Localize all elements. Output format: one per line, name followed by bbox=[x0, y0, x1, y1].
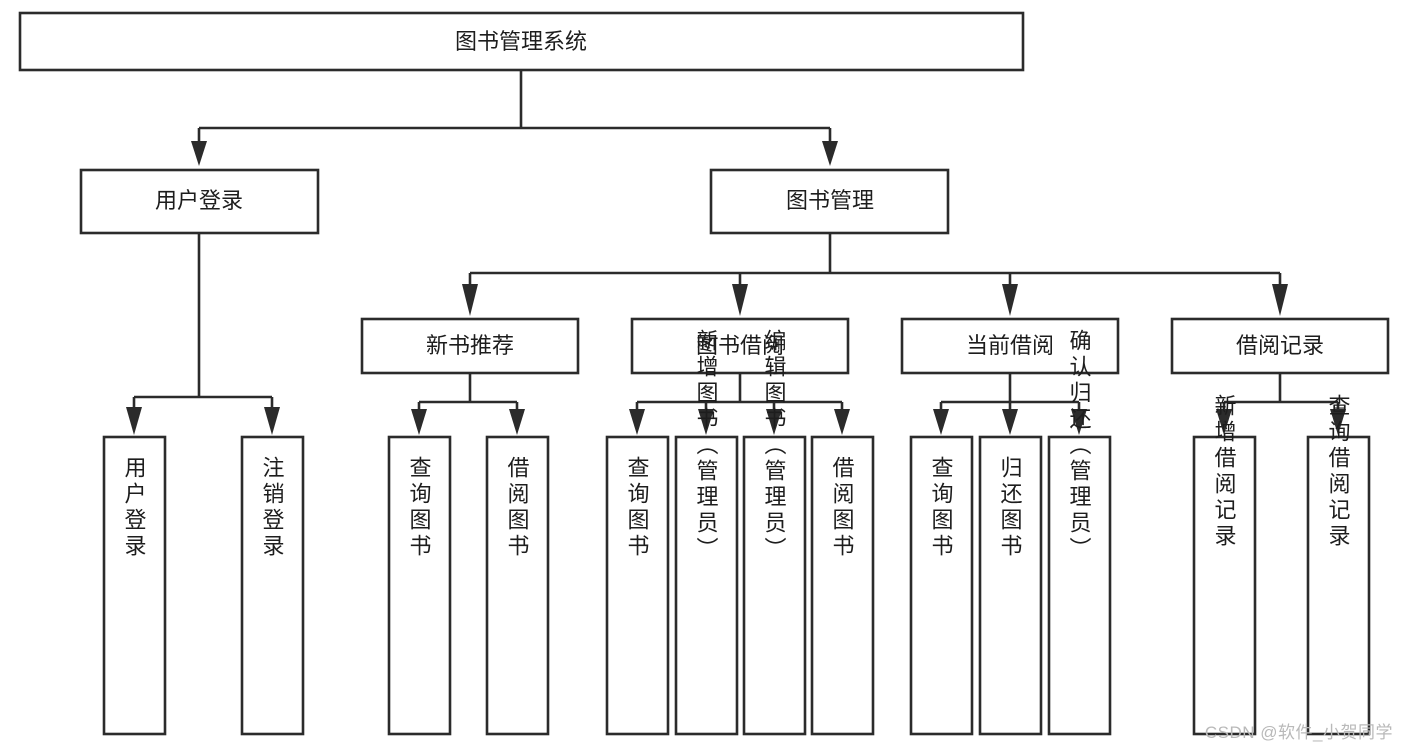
arrow-head-icon bbox=[264, 407, 280, 435]
node-leaf8-label: 借阅图书 bbox=[830, 456, 855, 560]
node-root[interactable]: 图书管理系统 bbox=[18, 11, 1025, 72]
node-leaf6[interactable]: 新增图书（管理员） bbox=[674, 329, 739, 736]
node-leaf12-box[interactable] bbox=[1192, 435, 1257, 736]
arrow-head-icon bbox=[411, 409, 427, 435]
connector-group-root bbox=[191, 70, 838, 166]
arrow-head-icon bbox=[462, 284, 478, 316]
connector-group-current bbox=[933, 373, 1087, 435]
node-leaf4[interactable]: 借阅图书 bbox=[485, 435, 550, 736]
node-login-label: 用户登录 bbox=[155, 188, 243, 213]
node-borrow[interactable]: 图书借阅 bbox=[630, 317, 850, 375]
arrow-head-icon bbox=[1272, 284, 1288, 316]
node-leaf6-box[interactable] bbox=[674, 435, 739, 736]
node-leaf2[interactable]: 注销登录 bbox=[240, 435, 305, 736]
connector-group-newrec bbox=[411, 373, 525, 435]
node-leaf8[interactable]: 借阅图书 bbox=[810, 435, 875, 736]
node-leaf11[interactable]: 确认归还（管理员） bbox=[1047, 329, 1112, 736]
arrow-head-icon bbox=[834, 409, 850, 435]
arrow-head-icon bbox=[1330, 409, 1346, 435]
node-records-label: 借阅记录 bbox=[1236, 333, 1324, 358]
node-leaf1[interactable]: 用户登录 bbox=[102, 435, 167, 736]
arrow-head-icon bbox=[732, 284, 748, 316]
node-leaf9-box[interactable] bbox=[909, 435, 974, 736]
arrow-head-icon bbox=[191, 141, 207, 166]
node-borrow-label: 图书借阅 bbox=[696, 333, 784, 358]
connector-group-records bbox=[1216, 373, 1346, 435]
node-current[interactable]: 当前借阅 bbox=[900, 317, 1120, 375]
node-leaf3-label: 查询图书 bbox=[407, 456, 432, 560]
node-leaf7-label: 编辑图书（管理员） bbox=[762, 329, 787, 563]
node-leaf7-box[interactable] bbox=[742, 435, 807, 736]
node-leaf4-label: 借阅图书 bbox=[505, 456, 530, 560]
node-leaf13[interactable]: 查询借阅记录 bbox=[1306, 394, 1371, 736]
node-leaf5[interactable]: 查询图书 bbox=[605, 435, 670, 736]
node-leaf6-label: 新增图书（管理员） bbox=[694, 329, 719, 563]
node-root-box[interactable] bbox=[18, 11, 1025, 72]
node-leaf3-box[interactable] bbox=[387, 435, 452, 736]
node-records-box[interactable] bbox=[1170, 317, 1390, 375]
node-bookmgmt-label: 图书管理 bbox=[786, 188, 874, 213]
node-bookmgmt-box[interactable] bbox=[709, 168, 950, 235]
node-leaf10-label: 归还图书 bbox=[998, 456, 1023, 560]
arrow-head-icon bbox=[509, 409, 525, 435]
node-leaf11-box[interactable] bbox=[1047, 435, 1112, 736]
node-leaf7[interactable]: 编辑图书（管理员） bbox=[742, 329, 807, 736]
csdn-watermark: CSDN @软件_小贺同学 bbox=[1204, 723, 1393, 742]
arrow-head-icon bbox=[822, 141, 838, 166]
node-leaf3[interactable]: 查询图书 bbox=[387, 435, 452, 736]
node-leaf8-box[interactable] bbox=[810, 435, 875, 736]
node-leaf10[interactable]: 归还图书 bbox=[978, 435, 1043, 736]
node-leaf5-box[interactable] bbox=[605, 435, 670, 736]
node-leaf1-box[interactable] bbox=[102, 435, 167, 736]
arrow-head-icon bbox=[126, 407, 142, 435]
arrow-head-icon bbox=[766, 409, 782, 435]
node-login[interactable]: 用户登录 bbox=[79, 168, 320, 235]
arrow-head-icon bbox=[1071, 409, 1087, 435]
node-current-box[interactable] bbox=[900, 317, 1120, 375]
arrow-head-icon bbox=[1216, 409, 1232, 435]
arrow-head-icon bbox=[1002, 409, 1018, 435]
node-borrow-box[interactable] bbox=[630, 317, 850, 375]
node-leaf12-label: 新增借阅记录 bbox=[1212, 394, 1237, 550]
arrow-head-icon bbox=[1002, 284, 1018, 316]
node-leaf4-box[interactable] bbox=[485, 435, 550, 736]
node-login-box[interactable] bbox=[79, 168, 320, 235]
arrow-head-icon bbox=[698, 409, 714, 435]
node-leaf10-box[interactable] bbox=[978, 435, 1043, 736]
arrow-head-icon bbox=[629, 409, 645, 435]
node-newrec[interactable]: 新书推荐 bbox=[360, 317, 580, 375]
node-leaf9[interactable]: 查询图书 bbox=[909, 435, 974, 736]
node-leaf2-box[interactable] bbox=[240, 435, 305, 736]
node-root-label: 图书管理系统 bbox=[455, 29, 587, 54]
connector-group-borrow bbox=[629, 373, 850, 435]
node-leaf13-label: 查询借阅记录 bbox=[1326, 394, 1351, 550]
node-leaf12[interactable]: 新增借阅记录 bbox=[1192, 394, 1257, 736]
node-leaf11-label: 确认归还（管理员） bbox=[1067, 329, 1092, 563]
arrow-head-icon bbox=[933, 409, 949, 435]
node-leaf9-label: 查询图书 bbox=[929, 456, 954, 560]
node-leaf1-label: 用户登录 bbox=[122, 456, 147, 560]
node-newrec-box[interactable] bbox=[360, 317, 580, 375]
node-newrec-label: 新书推荐 bbox=[426, 333, 514, 358]
node-records[interactable]: 借阅记录 bbox=[1170, 317, 1390, 375]
node-bookmgmt[interactable]: 图书管理 bbox=[709, 168, 950, 235]
connector-group-bookmgmt bbox=[462, 233, 1288, 316]
node-leaf5-label: 查询图书 bbox=[625, 456, 650, 560]
node-current-label: 当前借阅 bbox=[966, 333, 1054, 358]
connector-group-login bbox=[126, 233, 280, 435]
node-leaf13-box[interactable] bbox=[1306, 435, 1371, 736]
node-leaf2-label: 注销登录 bbox=[260, 456, 285, 560]
